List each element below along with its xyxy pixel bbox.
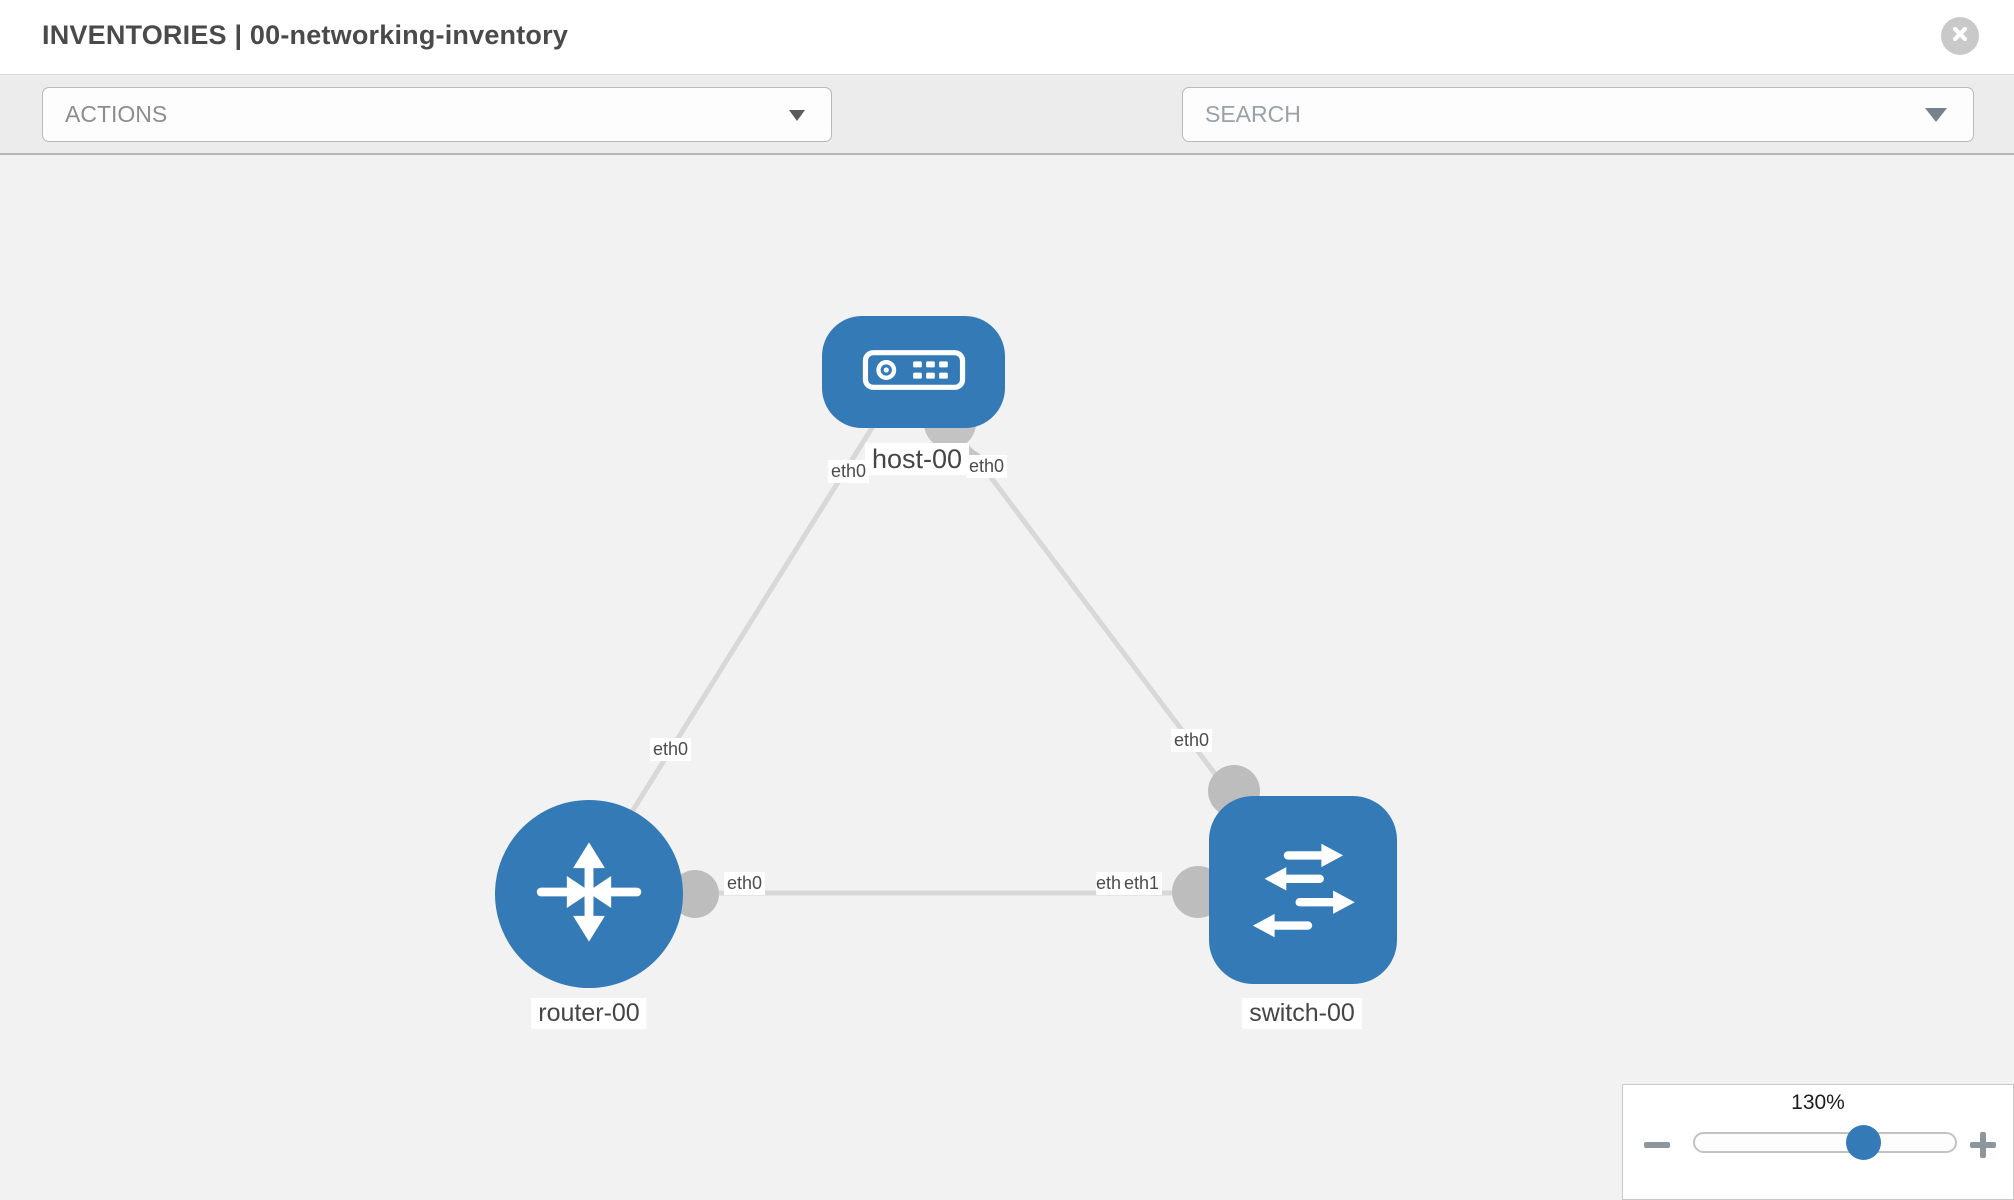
interface-label-host-eth0-right: eth0: [966, 455, 1008, 478]
node-label-router: router-00: [531, 998, 647, 1029]
actions-dropdown-label: ACTIONS: [65, 101, 168, 127]
page-title: INVENTORIES | 00-networking-inventory: [42, 20, 569, 50]
node-label-host: host-00: [864, 443, 970, 475]
switch-icon: [1244, 827, 1362, 954]
chevron-down-icon: [1925, 108, 1947, 122]
interface-label-router-eth0: eth0: [724, 872, 766, 895]
router-icon: [527, 830, 651, 959]
search-dropdown[interactable]: SEARCH: [1182, 87, 1974, 142]
interface-label-router-eth0-uplink: eth0: [650, 738, 692, 761]
node-router[interactable]: [495, 800, 683, 988]
node-label-switch: switch-00: [1242, 998, 1362, 1029]
node-switch[interactable]: [1209, 796, 1397, 984]
close-icon: [1950, 24, 1970, 49]
zoom-control-panel: 130%: [1622, 1084, 2014, 1200]
zoom-slider-track[interactable]: [1693, 1132, 1957, 1153]
host-device-icon: [862, 349, 966, 395]
interface-label-hidden-eth0: eth0: [1096, 872, 1123, 895]
close-button[interactable]: [1941, 17, 1979, 55]
zoom-level-value: 130%: [1791, 1091, 1845, 1114]
toolbar: ACTIONS SEARCH: [0, 76, 2014, 206]
minus-icon: [1644, 1142, 1670, 1148]
plus-icon: [1980, 1132, 1986, 1158]
node-host[interactable]: [822, 316, 1005, 428]
chevron-down-icon: [789, 110, 805, 121]
interface-label-switch-eth1: eth1: [1121, 872, 1163, 895]
topology-links-layer: [607, 397, 1260, 918]
zoom-in-button[interactable]: [1969, 1131, 1997, 1159]
zoom-out-button[interactable]: [1643, 1131, 1671, 1159]
panel-header: INVENTORIES | 00-networking-inventory: [0, 0, 2014, 75]
interface-label-switch-eth0-uplink: eth0: [1171, 729, 1213, 752]
actions-dropdown[interactable]: ACTIONS: [42, 87, 832, 142]
zoom-slider-thumb[interactable]: [1846, 1125, 1881, 1160]
search-placeholder: SEARCH: [1205, 101, 1301, 127]
topology-canvas[interactable]: host-00 router-00 switch-00 eth0 eth0 et…: [0, 157, 2014, 1200]
interface-dot-router: [671, 870, 719, 918]
interface-label-host-eth0-left: eth0: [828, 460, 870, 483]
